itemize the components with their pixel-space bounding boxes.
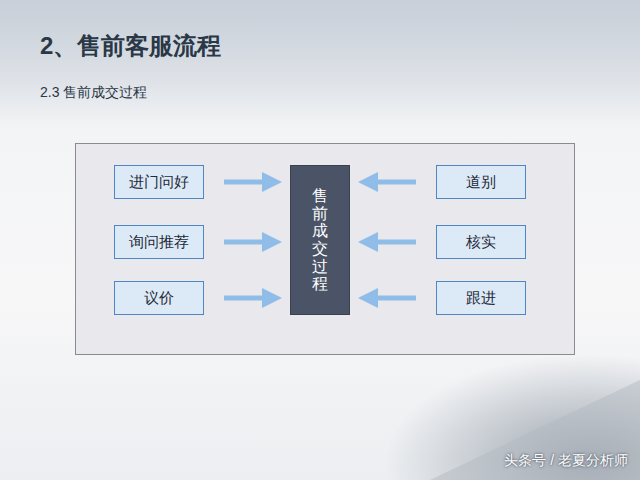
section-subtitle: 2.3 售前成交过程 xyxy=(40,84,147,102)
watermark: 头条号 / 老夏分析师 xyxy=(504,452,628,470)
step-box: 跟进 xyxy=(436,281,526,315)
flow-arrow xyxy=(224,180,272,185)
flow-arrow xyxy=(368,180,416,185)
step-box: 议价 xyxy=(114,281,204,315)
box-text: 核实 xyxy=(466,233,496,252)
central-stage-box: 售前成交过程 xyxy=(290,165,350,315)
box-text: 跟进 xyxy=(466,289,496,308)
step-box: 核实 xyxy=(436,225,526,259)
flow-arrow xyxy=(224,240,272,245)
slide-title: 2、售前客服流程 xyxy=(40,30,221,62)
box-text: 道别 xyxy=(466,173,496,192)
step-box: 询问推荐 xyxy=(114,225,204,259)
flow-arrow xyxy=(368,240,416,245)
step-box: 进门问好 xyxy=(114,165,204,199)
box-text: 售前成交过程 xyxy=(312,187,328,293)
flow-arrow xyxy=(224,296,272,301)
box-text: 询问推荐 xyxy=(129,233,189,252)
box-text: 进门问好 xyxy=(129,173,189,192)
flow-arrow xyxy=(368,296,416,301)
step-box: 道别 xyxy=(436,165,526,199)
box-text: 议价 xyxy=(144,289,174,308)
